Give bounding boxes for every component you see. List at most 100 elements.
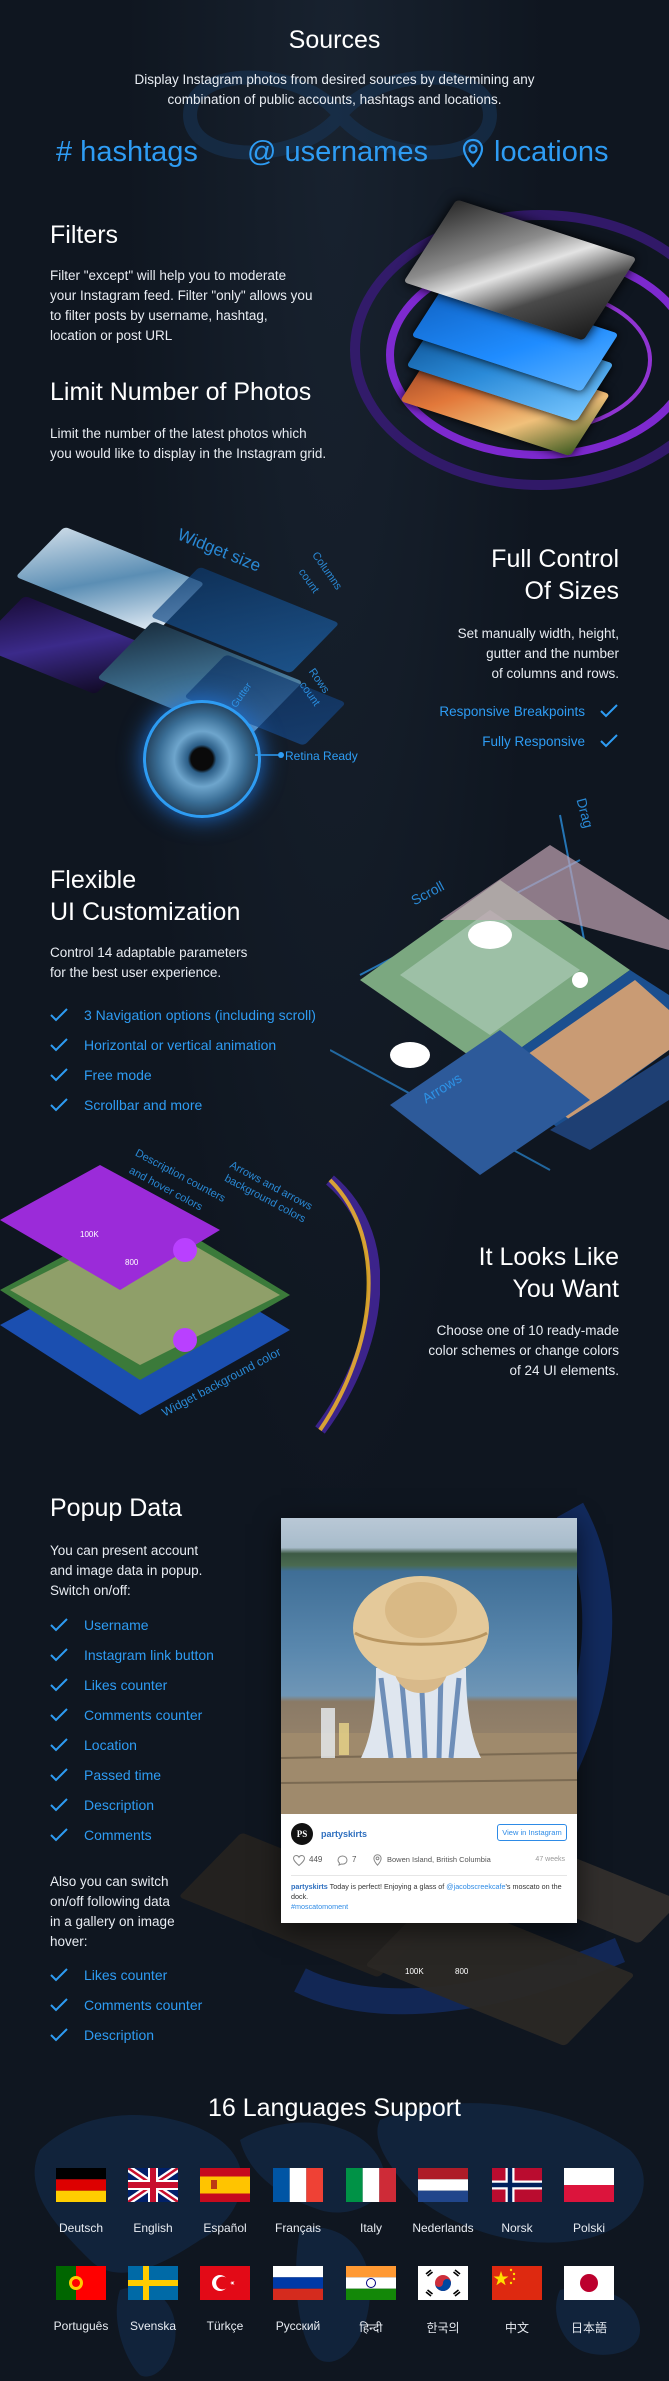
sizes-line-1: Set manually width, height, [457,626,619,641]
hover-likes-counter: 100K [405,1967,424,1976]
ui-feature-label: 3 Navigation options (including scroll) [84,1007,316,1023]
caption-username[interactable]: partyskirts [291,1882,328,1891]
check-icon [50,1678,68,1692]
looks-3d-illustration [0,1165,380,1434]
lang-label-russian: Русский [275,2319,321,2333]
columns-label-2: count [295,566,322,596]
flag-china-icon[interactable] [492,2266,542,2300]
sizes-title-1: Full Control [491,545,619,573]
location-pin-icon [373,1854,382,1866]
popup-feature-item: Location [50,1730,214,1760]
flag-spain-icon[interactable] [200,2168,250,2202]
check-icon [600,704,618,718]
check-icon [50,1768,68,1782]
flag-sweden-icon[interactable] [128,2266,178,2300]
filters-line-4: location or post URL [50,328,173,343]
looks-line-3: of 24 UI elements. [509,1363,619,1378]
ui-feature-list: 3 Navigation options (including scroll) … [50,1000,316,1120]
flag-turkey-icon[interactable] [200,2266,250,2300]
sizes-line-3: of columns and rows. [491,666,619,681]
flag-russia-icon[interactable] [273,2266,323,2300]
check-icon [600,734,618,748]
hover-feature-list: Likes counter Comments counter Descripti… [50,1960,202,2050]
popup-card: PS partyskirts View in Instagram 449 7 B… [281,1518,577,1923]
flag-poland-icon[interactable] [564,2168,614,2202]
popup-feature-label: Description [84,1797,155,1813]
popup-feature-label: Instagram link button [84,1647,214,1663]
infinity-glow-decoration [182,70,498,160]
view-in-instagram-button[interactable]: View in Instagram [497,1824,567,1841]
check-icon [50,1098,68,1112]
caption-text-2: 's moscato on the dock. [291,1882,562,1901]
lang-label-turkce: Türkçe [206,2319,244,2333]
caption-mention[interactable]: @jacobscreekcafe [446,1882,506,1891]
lang-label-francais: Français [274,2221,321,2235]
ui-line-1: Control 14 adaptable parameters [50,945,248,960]
lang-label-korean: 한국의 [426,2321,460,2335]
limit-line-2: you would like to display in the Instagr… [50,446,327,461]
flag-norway-icon[interactable] [492,2168,542,2202]
popup-divider [291,1875,567,1876]
popup-photo [281,1518,577,1814]
popup-likes-count: 449 [309,1855,323,1864]
popup-feature-item: Comments [50,1820,214,1850]
popup-caption: partyskirts Today is perfect! Enjoying a… [291,1882,567,1912]
popup-feature-item: Description [50,1790,214,1820]
flag-italy-icon[interactable] [346,2168,396,2202]
ui-feature-label: Free mode [84,1067,152,1083]
check-icon [50,1008,68,1022]
flag-germany-icon[interactable] [56,2168,106,2202]
popup-location[interactable]: Bowen Island, British Columbia [387,1855,491,1864]
check-icon [50,1708,68,1722]
flag-france-icon[interactable] [273,2168,323,2202]
flag-portugal-icon[interactable] [56,2266,106,2300]
retina-ready-label: Retina Ready [285,749,358,763]
check-icon [50,1968,68,1982]
looks-line-1: Choose one of 10 ready-made [436,1323,619,1338]
lang-label-english: English [133,2221,173,2235]
filters-title: Filters [50,221,119,249]
sources-title: Sources [288,26,381,54]
popup-feature-item: Username [50,1610,214,1640]
lang-label-norsk: Norsk [501,2221,533,2235]
looks-title-2: You Want [512,1275,619,1303]
lang-label-polski: Polski [572,2221,605,2235]
popup-photo-illustration [281,1576,577,1814]
heart-icon[interactable] [293,1855,305,1866]
usernames-label: @ usernames [247,136,428,168]
ui-feature-label: Scrollbar and more [84,1097,203,1113]
flag-korea-icon[interactable] [418,2266,468,2300]
popup-feature-item: Instagram link button [50,1640,214,1670]
hashtags-label: # hashtags [56,136,198,168]
comment-icon[interactable] [337,1855,348,1866]
filters-line-3: to filter posts by username, hashtag, [50,308,268,323]
ui-title-1: Flexible [50,866,137,894]
ui-feature-item: 3 Navigation options (including scroll) [50,1000,316,1030]
popup-username[interactable]: partyskirts [321,1829,368,1839]
flag-netherlands-icon[interactable] [418,2168,468,2202]
check-icon [50,1738,68,1752]
check-icon [50,1038,68,1052]
sizes-item-responsive-breakpoints: Responsive Breakpoints [439,704,585,719]
check-icon [50,1068,68,1082]
popup-feature-item: Comments counter [50,1700,214,1730]
hover-feature-item: Description [50,2020,202,2050]
retina-connector-line [255,752,284,758]
popup-title: Popup Data [50,1494,183,1522]
popup-feature-label: Comments [84,1827,152,1843]
lang-label-japanese: 日本語 [570,2321,607,2335]
popup-feature-label: Comments counter [84,1707,203,1723]
looks-comments-counter: 800 [125,1258,139,1267]
flag-uk-icon[interactable] [128,2168,178,2202]
popup-line2-3: in a gallery on image [50,1914,175,1929]
lang-label-portugues: Português [53,2319,109,2333]
flag-japan-icon[interactable] [564,2266,614,2300]
flag-india-icon[interactable] [346,2266,396,2300]
check-icon [50,1828,68,1842]
retina-eye-circle [143,700,261,818]
looks-likes-counter: 100K [80,1230,99,1239]
caption-hashtag[interactable]: #moscatomoment [291,1902,349,1911]
ui-3d-illustration [330,814,669,1175]
popup-avatar[interactable]: PS [291,1823,313,1845]
